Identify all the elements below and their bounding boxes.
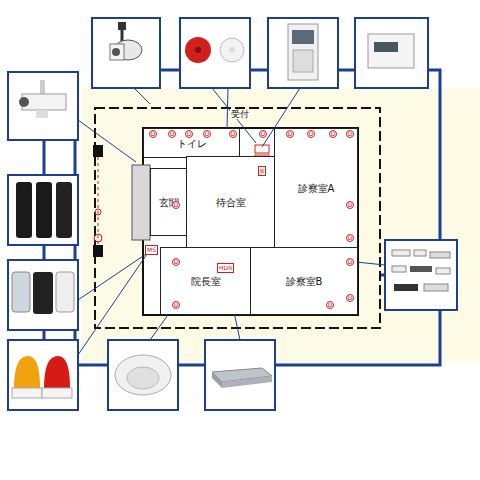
sensor-symbol: B (258, 166, 266, 176)
area-label: 受付 (230, 110, 250, 119)
room-name: 院長室 (191, 276, 221, 287)
room-name: 診察室A (298, 183, 335, 194)
sensor-symbol: D (229, 130, 237, 138)
sensor-symbol: D (172, 201, 180, 209)
beam-post (93, 245, 103, 257)
sensor-symbol: D (168, 130, 176, 138)
room-box: 診察室A (274, 128, 358, 249)
sensor-symbol: D (326, 301, 334, 309)
sensor-symbol: D (307, 130, 315, 138)
sensor-symbol: HDR (217, 263, 234, 273)
sensor-symbol: D (259, 130, 267, 138)
sensor-symbol: D (346, 294, 354, 302)
beam-line (98, 157, 99, 245)
sensor-symbol: D (346, 201, 354, 209)
room-box: 玄関 (150, 168, 188, 236)
sensor-symbol (95, 209, 101, 215)
sensor-symbol: D (329, 130, 337, 138)
room-name: 待合室 (216, 197, 246, 208)
sensor-symbol: D (172, 301, 180, 309)
sensor-symbol: D (346, 234, 354, 242)
sensor-symbol: D (346, 130, 354, 138)
site-boundary (95, 108, 380, 328)
room-box: 診察室B (250, 247, 358, 315)
beam-post (93, 145, 103, 157)
room-name: 診察室B (286, 276, 323, 287)
leader-lines (78, 82, 385, 355)
sensor-symbol: D (185, 130, 193, 138)
ground (82, 88, 480, 363)
device-photos (8, 18, 457, 410)
sensor-symbol: D (203, 130, 211, 138)
sensor-symbol: MS (145, 245, 158, 255)
entrance-apron (132, 165, 150, 240)
building-wall (143, 128, 358, 315)
sensor-symbol: D (286, 130, 294, 138)
wiring-frame (44, 70, 440, 375)
sensor-symbol: D (149, 130, 157, 138)
sensor-symbol (94, 234, 102, 242)
sensor-symbol: D (346, 258, 354, 266)
room-name: トイレ (177, 138, 207, 149)
sensor-symbol: D (172, 258, 180, 266)
